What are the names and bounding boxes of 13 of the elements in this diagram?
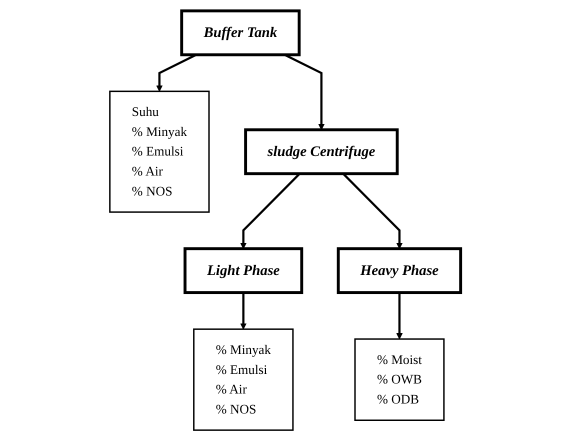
node-box: Heavy Phase	[336, 247, 462, 294]
arrow	[240, 172, 300, 249]
node-box: Buffer Tank	[180, 9, 300, 56]
node-box: % Moist % OWB % ODB	[354, 338, 444, 421]
arrow	[342, 172, 402, 249]
arrow	[156, 54, 196, 92]
arrow	[240, 292, 246, 330]
node-box: sludge Centrifuge	[244, 128, 398, 176]
arrow	[284, 54, 324, 130]
node-box: % Minyak % Emulsi % Air % NOS	[192, 328, 294, 431]
arrow	[396, 292, 402, 340]
node-box: Suhu % Minyak % Emulsi % Air % NOS	[108, 90, 210, 213]
node-box: Light Phase	[183, 247, 303, 294]
